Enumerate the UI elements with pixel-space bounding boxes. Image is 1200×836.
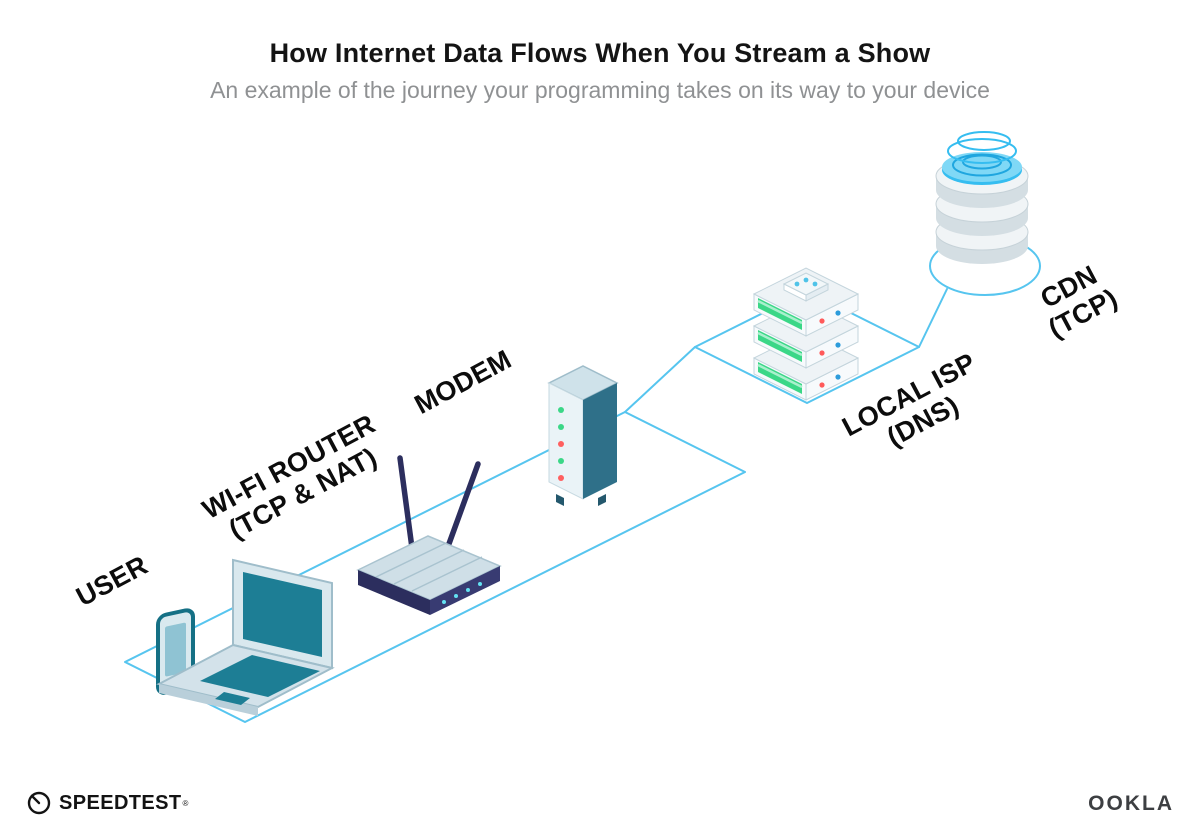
modem-front-right (583, 383, 617, 499)
modem-leds (558, 407, 564, 481)
cdn-swirl-rings (947, 131, 1017, 164)
router-leds (442, 582, 482, 604)
laptop-touchpad (215, 692, 250, 705)
speedtest-gauge-icon (27, 791, 51, 815)
speedtest-logo: SPEEDTEST ® (26, 790, 189, 816)
router-antenna-right (443, 461, 481, 555)
server-top-box (782, 272, 830, 302)
page-subtitle: An example of the journey your programmi… (210, 77, 990, 103)
speedtest-wordmark: SPEEDTEST (59, 791, 182, 814)
router-front-right (430, 566, 500, 615)
laptop-icon (156, 558, 335, 716)
modem-icon (547, 365, 619, 506)
laptop-front-edge (159, 684, 258, 716)
modem-front-left (548, 382, 584, 500)
cdn-liquid-top (942, 152, 1022, 185)
speedtest-registered-mark: ® (182, 798, 189, 808)
laptop-screen (243, 572, 322, 657)
router-front-left (358, 570, 430, 615)
modem-foot-left (556, 494, 564, 506)
ookla-wordmark: OOKLA (1088, 792, 1174, 815)
modem-foot-right (598, 494, 606, 506)
database-cylinder-icon (935, 131, 1029, 264)
router-antenna-left (397, 455, 415, 551)
server-rack-icon (752, 267, 860, 401)
wifi-router-icon (356, 455, 502, 615)
page-title: How Internet Data Flows When You Stream … (269, 38, 931, 68)
ookla-logo: OOKLA (1088, 792, 1174, 816)
phone-screen (165, 622, 186, 677)
flow-connector-isp-cdn (918, 288, 948, 348)
router-vents (375, 542, 483, 592)
flow-connector-modem-isp (624, 346, 696, 413)
laptop-keyboard (200, 655, 320, 697)
